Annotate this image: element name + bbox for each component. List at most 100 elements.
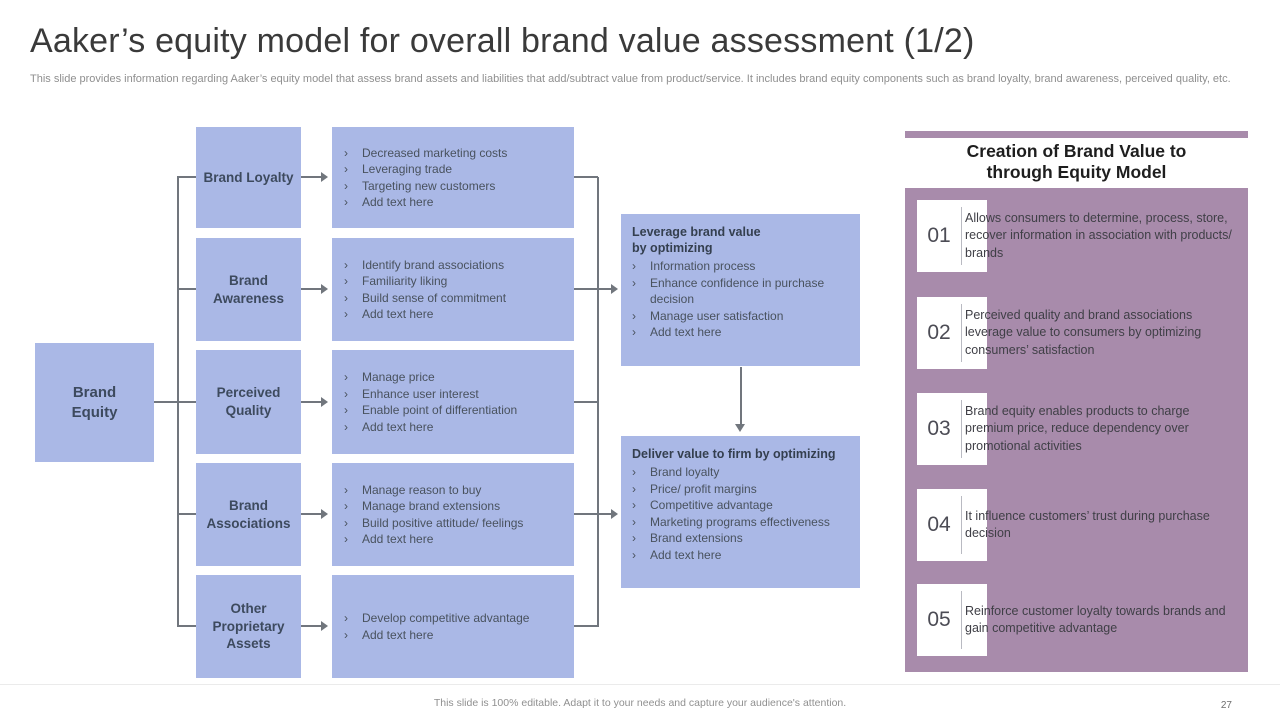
footer-note: This slide is 100% editable. Adapt it to…: [433, 697, 847, 709]
item-text: Reinforce customer loyalty towards brand…: [965, 603, 1226, 635]
panel-item-04: 04 It influence customers’ trust during …: [917, 489, 1229, 561]
leverage-brand-value-box: Leverage brand value by optimizing ›Info…: [621, 214, 860, 366]
detail-box-perceived-quality: ›Manage price›Enhance user interest› Enab…: [332, 350, 574, 454]
number-badge: 03: [917, 393, 987, 465]
bullet-glyph-icon: ›: [632, 465, 636, 479]
bullet-list: ›Information process›Enhance confidence …: [632, 258, 856, 341]
bullet-item: › Enable point of differentiation: [344, 402, 568, 419]
bullet-glyph-icon: ›: [344, 499, 348, 513]
bullet-text: Build positive attitude/ feelings: [362, 515, 524, 530]
bullet-item: ›Leveraging trade: [344, 161, 568, 178]
bullet-text: Develop competitive advantage: [362, 611, 530, 625]
connector-line: [740, 367, 742, 425]
bullet-glyph-icon: ›: [344, 145, 348, 160]
arrow-right-icon: [321, 172, 328, 182]
bullet-glyph-icon: ›: [632, 308, 636, 323]
connector-line: [301, 513, 322, 515]
number-badge: 02: [917, 297, 987, 369]
bullet-glyph-icon: ›: [632, 498, 636, 512]
bullet-glyph-icon: ›: [632, 325, 636, 339]
bullet-item: › Add text here: [632, 547, 856, 564]
arrow-right-icon: [321, 397, 328, 407]
bullet-text: Targeting new customers: [362, 178, 496, 193]
bullet-glyph-icon: ›: [632, 481, 636, 496]
connector-line: [177, 288, 196, 290]
bullet-glyph-icon: ›: [632, 275, 636, 290]
bullet-glyph-icon: ›: [344, 178, 348, 193]
bullet-item: ›Information process: [632, 258, 856, 275]
bullet-list: ›Manage price›Enhance user interest› Enab…: [332, 350, 574, 454]
category-box-brand-associations: Brand Associations: [196, 463, 301, 566]
bullet-text: Manage user satisfaction: [650, 308, 784, 323]
bullet-text: Marketing programs effectiveness: [650, 514, 830, 529]
bullet-item: › Manage reason to buy: [344, 482, 568, 499]
bullet-text: Brand extensions: [650, 531, 743, 545]
bullet-item: › Enhance confidence in purchase decision: [632, 275, 856, 308]
bullet-text: Enhance user interest: [362, 386, 479, 401]
connector-line: [177, 176, 196, 178]
slide-title: Aaker’s equity model for overall brand v…: [30, 22, 975, 60]
bullet-text: Add text here: [650, 547, 722, 562]
connector-line: [177, 513, 196, 515]
footer-divider: [0, 684, 1280, 685]
bullet-text: Enhance confidence in purchase decision: [650, 275, 825, 307]
bullet-text: Add text here: [650, 325, 722, 339]
category-box-perceived-quality: Perceived Quality: [196, 350, 301, 454]
bullet-glyph-icon: ›: [344, 403, 348, 417]
category-box-brand-loyalty: Brand Loyalty: [196, 127, 301, 228]
brand-equity-label: Brand Equity: [71, 384, 118, 421]
detail-box-other-proprietary-assets: ›Develop competitive advantage›Add text …: [332, 575, 574, 678]
bullet-text: Add text here: [362, 532, 434, 546]
bullet-list: › Decreased marketing costs›Leveraging tr…: [332, 127, 574, 228]
bullet-list: ›Manage reason to buy›Manage brand exten…: [332, 463, 574, 566]
bullet-text: Decreased marketing costs: [362, 145, 508, 160]
page-number: 27: [1220, 700, 1232, 711]
bullet-item: ›Enhance user interest: [344, 386, 568, 403]
badge-divider: [961, 304, 962, 362]
arrow-right-icon: [321, 509, 328, 519]
panel-item-01: 01 Allows consumers to determine, proces…: [917, 200, 1232, 272]
bullet-text: Information process: [650, 259, 756, 273]
creation-of-brand-value-panel: 01 Allows consumers to determine, proces…: [905, 188, 1248, 672]
bullet-list: ›Develop competitive advantage›Add text …: [332, 575, 574, 678]
connector-line: [177, 625, 196, 627]
detail-box-brand-associations: ›Manage reason to buy›Manage brand exten…: [332, 463, 574, 566]
connector-line: [301, 288, 322, 290]
leverage-box-title: Leverage brand value by optimizing: [632, 225, 761, 255]
bullet-text: Competitive advantage: [650, 498, 773, 512]
item-number: 04: [927, 513, 951, 536]
connector-line: [574, 176, 598, 178]
bullet-glyph-icon: ›: [344, 307, 348, 321]
bullet-item: ›Manage price: [344, 369, 568, 386]
bullet-text: Manage reason to buy: [362, 482, 482, 497]
bullet-glyph-icon: ›: [344, 627, 348, 642]
bullet-item: ›Marketing programs effectiveness: [632, 514, 856, 531]
bullet-glyph-icon: ›: [344, 611, 348, 625]
bullet-item: › Decreased marketing costs: [344, 145, 568, 162]
panel-item-05: 05 Reinforce customer loyalty towards br…: [917, 584, 1229, 656]
category-label: Brand Associations: [206, 497, 291, 531]
connector-line: [301, 625, 322, 627]
bullet-glyph-icon: ›: [632, 547, 636, 562]
slide-subtitle: This slide provides information regardin…: [30, 73, 1231, 85]
bullet-item: › Manage user satisfaction: [632, 308, 856, 325]
item-number: 02: [927, 321, 951, 344]
detail-box-brand-awareness: › Identify brand associations › Familiarity…: [332, 238, 574, 341]
bullet-glyph-icon: ›: [344, 257, 348, 272]
panel-title-text: Creation of Brand Value to through Equit…: [966, 141, 1187, 182]
detail-box-brand-loyalty: › Decreased marketing costs›Leveraging tr…: [332, 127, 574, 228]
bullet-text: Identify brand associations: [362, 257, 505, 272]
bullet-text: Familiarity liking: [362, 274, 448, 288]
panel-item-02: 02 Perceived quality and brand associati…: [917, 297, 1229, 369]
bullet-text: Enable point of differentiation: [362, 403, 518, 417]
arrow-down-icon: [735, 424, 745, 432]
bullet-glyph-icon: ›: [344, 482, 348, 497]
brand-equity-box: Brand Equity: [35, 343, 154, 462]
bullet-item: ›Price/ profit margins: [632, 481, 856, 498]
connector-line: [177, 401, 196, 403]
connector-line: [574, 513, 612, 515]
item-text: It influence customers’ trust during pur…: [965, 508, 1210, 540]
bullet-item: › Develop competitive advantage: [344, 610, 568, 627]
category-label: Brand Awareness: [212, 272, 285, 306]
